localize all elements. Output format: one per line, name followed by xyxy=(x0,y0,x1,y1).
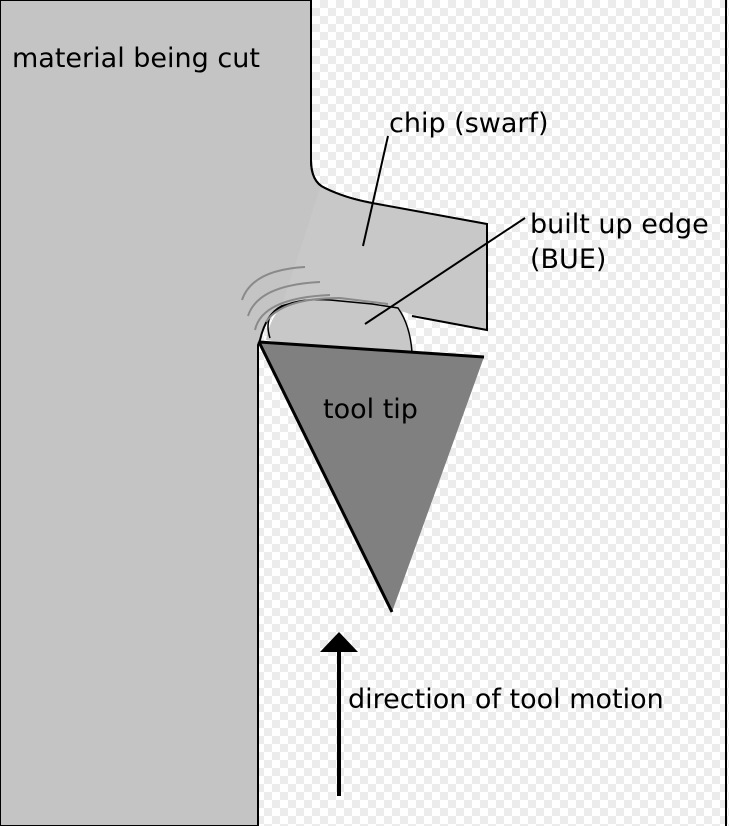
tool-rake-face xyxy=(258,340,485,359)
chip-label: chip (swarf) xyxy=(389,108,549,139)
tool-tip-triangle xyxy=(259,342,484,612)
bue-label-line2: (BUE) xyxy=(530,244,606,275)
motion-label: direction of tool motion xyxy=(348,684,664,715)
chip-leader-line xyxy=(362,135,389,247)
bue-body xyxy=(266,299,412,352)
tool-tip-label: tool tip xyxy=(323,394,418,425)
material-label: material being cut xyxy=(12,43,260,74)
motion-arrow-head xyxy=(320,632,358,652)
bue-outline xyxy=(281,298,413,353)
chip-body xyxy=(282,188,487,330)
bue-leader-line xyxy=(364,217,526,325)
bue-label-line1: built up edge xyxy=(530,209,709,240)
chip-flow-lines xyxy=(241,266,389,331)
tool-flank-face xyxy=(257,341,394,613)
